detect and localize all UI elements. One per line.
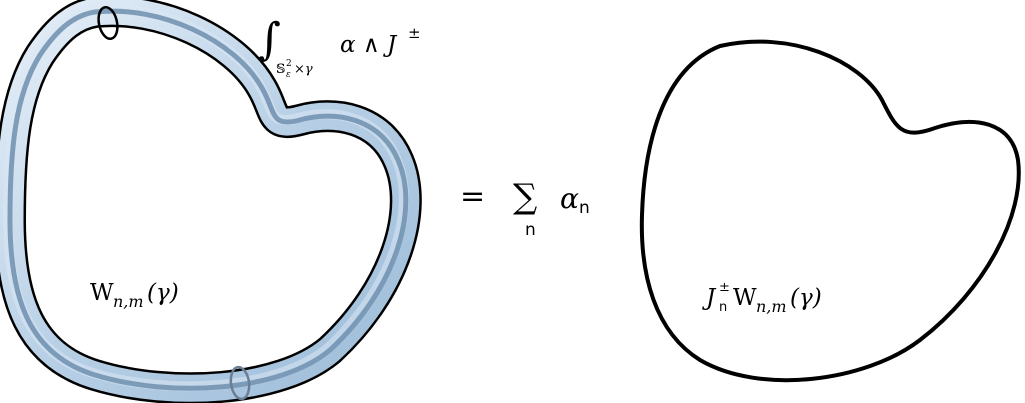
alpha-symbol: α xyxy=(560,182,579,215)
plain-loop xyxy=(639,39,1021,383)
integral-domain-rest: ×γ xyxy=(294,62,313,77)
right-label-J-sup: ± xyxy=(719,280,730,295)
tube-core-loop xyxy=(7,8,409,391)
integral-domain-sup: 2 xyxy=(286,59,292,69)
right-label-J-sub: n xyxy=(719,300,727,315)
right-label-sub: n,m xyxy=(756,297,787,316)
integrand: α ∧ J xyxy=(340,32,398,58)
alpha-sub: n xyxy=(579,198,590,218)
sum-sign: ∑ xyxy=(513,177,537,217)
left-label-W: W xyxy=(90,280,114,306)
cross-section-ring-bottom xyxy=(229,365,251,401)
left-label-sub: n,m xyxy=(113,292,144,311)
integral-annotation: ∫ 𝕊 2 ε ×γ α ∧ J ± xyxy=(258,14,421,80)
integral-domain-S: 𝕊 xyxy=(276,62,285,77)
integral-sign: ∫ xyxy=(258,14,281,65)
right-label-J: J xyxy=(702,285,717,311)
tube-loop xyxy=(0,0,422,403)
left-label-arg: (γ) xyxy=(147,280,179,306)
left-loop-label: W n,m (γ) xyxy=(90,280,179,311)
equals-sign: = xyxy=(460,179,485,214)
tube-highlight xyxy=(2,4,409,392)
cross-section-ring-top xyxy=(97,5,119,41)
integrand-sup: ± xyxy=(408,24,421,42)
equation: = ∑ n α n xyxy=(460,177,590,240)
sum-index: n xyxy=(525,220,536,240)
integral-domain-sub: ε xyxy=(286,70,291,80)
right-label-W: W xyxy=(733,285,757,311)
right-loop-label: J ± n W n,m (γ) xyxy=(702,280,822,316)
right-label-arg: (γ) xyxy=(790,285,822,311)
